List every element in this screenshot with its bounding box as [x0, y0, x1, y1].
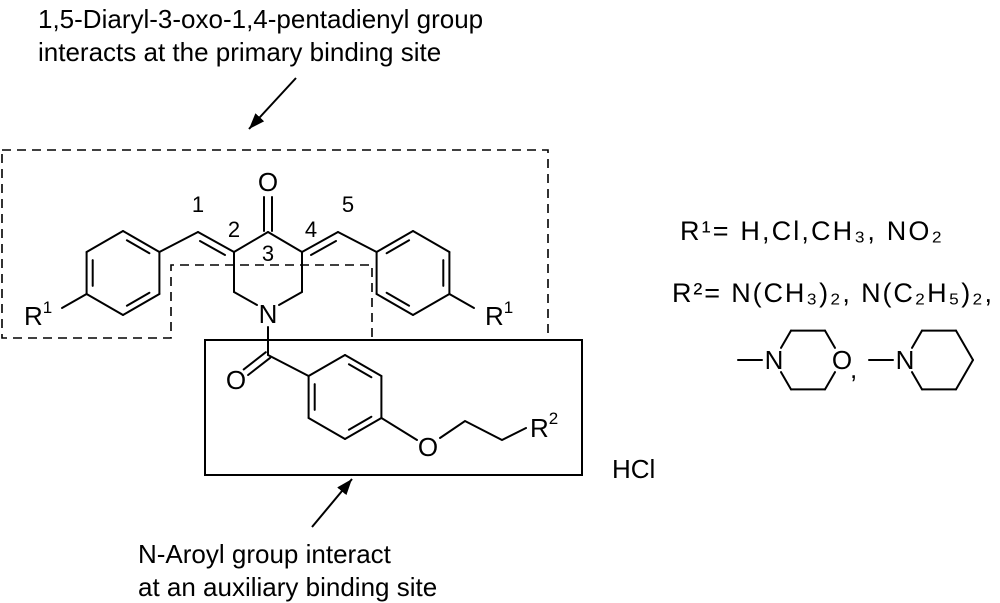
position-label-1: 1 — [192, 192, 204, 217]
r-index: 1 — [504, 298, 513, 317]
ring-bond — [375, 293, 414, 316]
amide-oxygen-label: O — [226, 365, 246, 395]
ring-bond-c3-c2 — [233, 231, 269, 253]
ring-bond-c3-c4 — [267, 231, 303, 253]
ring-inner-double-bond — [385, 239, 411, 255]
ring-bond-c6-n — [233, 291, 258, 306]
left-aryl-ring — [85, 230, 161, 316]
ring-bond — [122, 293, 161, 316]
ethylene-linker — [439, 419, 527, 442]
r-symbol: R — [530, 413, 549, 443]
ring-bond — [122, 230, 161, 253]
ring-bond — [780, 371, 792, 391]
aryl-ether-bond — [380, 417, 418, 441]
ring-bond — [307, 417, 346, 440]
ring-bond — [955, 359, 974, 391]
ring-inner-double-bond — [125, 239, 151, 255]
ring-inner-double-bond — [347, 363, 373, 379]
r-symbol: R — [24, 301, 43, 331]
ring-bond — [780, 329, 792, 349]
ether-oxygen-label: O — [418, 432, 438, 462]
amine-separator: , — [850, 354, 857, 384]
right-aryl-ring — [375, 230, 451, 316]
exocyclic-double-bond-right — [310, 240, 337, 256]
r1-label: R1 — [485, 298, 513, 331]
left-r1-substituent: R1 — [24, 293, 88, 331]
ring-bond — [344, 354, 383, 377]
auxiliary-site-annotation: N-Aroyl group interact at an auxiliary b… — [138, 478, 437, 602]
exocyclic-double-bond-left — [199, 240, 226, 256]
position-label-5: 5 — [342, 192, 354, 217]
position-label-2: 2 — [228, 217, 240, 242]
ring-bond — [911, 329, 923, 349]
ring-bond — [412, 293, 451, 316]
ring-inner-double-bond — [347, 415, 373, 431]
r-index: 1 — [43, 298, 52, 317]
r-index: 2 — [549, 409, 558, 428]
ketone-oxygen-label: O — [258, 167, 278, 197]
aroyl-ring — [307, 354, 383, 440]
ring-bond — [344, 417, 383, 440]
primary-site-dashed-box — [1, 149, 549, 341]
piperidine-ring — [911, 329, 974, 391]
position-label-4: 4 — [305, 217, 317, 242]
primary-site-annotation: 1,5-Diaryl-3-oxo-1,4-pentadienyl group i… — [38, 4, 483, 130]
auxiliary-site-caption-line1: N-Aroyl group interact — [138, 539, 392, 569]
right-r1-substituent: R1 — [448, 293, 513, 331]
vinyl-aryl-bond-left — [158, 231, 199, 253]
ring-bond — [85, 293, 124, 316]
r2-label: R2 — [530, 409, 558, 443]
piperidino-nitrogen-label: N — [896, 345, 915, 375]
vinyl-aryl-bond-right — [337, 231, 378, 253]
r1-label: R1 — [24, 298, 52, 331]
ring-bond — [375, 230, 414, 253]
ring-bond — [955, 329, 974, 361]
amide-double-bond — [242, 351, 267, 371]
morpholino-oxygen-label: O — [832, 345, 852, 375]
auxiliary-site-caption-line2: at an auxiliary binding site — [138, 572, 437, 602]
n-aroyl-group: O O R2 — [226, 326, 558, 462]
aryl-r1-bond — [61, 293, 88, 309]
ring-bond — [307, 354, 346, 377]
exocyclic-double-bond-left — [197, 231, 235, 253]
ring-bond — [412, 230, 451, 253]
morpholino-nitrogen-label: N — [765, 345, 784, 375]
aryl-r1-bond — [448, 293, 475, 309]
auxiliary-site-arrow — [311, 478, 353, 528]
primary-site-caption-line2: interacts at the primary binding site — [38, 37, 441, 67]
piperidone-core: O N 1 2 3 4 5 — [158, 167, 378, 329]
r2-definition: R²= N(CH₃)₂, N(C₂H₅)₂, — [672, 278, 992, 308]
ring-bond-c5-n — [278, 291, 303, 306]
ring-bond — [824, 329, 836, 349]
amide-double-bond — [247, 356, 272, 376]
primary-site-arrow — [248, 77, 297, 130]
ring-inner-double-bond — [385, 291, 411, 307]
primary-site-caption-line1: 1,5-Diaryl-3-oxo-1,4-pentadienyl group — [38, 4, 483, 34]
ring-inner-double-bond — [125, 291, 151, 307]
ring-bond — [911, 371, 923, 391]
ring-bond — [85, 230, 124, 253]
r1-definition: R¹= H,Cl,CH₃, NO₂ — [680, 216, 942, 246]
carbonyl-aryl-bond — [267, 354, 310, 377]
hydrochloride-label: HCl — [612, 454, 655, 484]
ring-bond — [824, 371, 836, 391]
ring-nitrogen-label: N — [259, 299, 278, 329]
position-label-3: 3 — [262, 241, 274, 266]
exocyclic-double-bond-right — [301, 231, 339, 253]
auxiliary-site-box — [204, 339, 583, 476]
substituent-definitions: R¹= H,Cl,CH₃, NO₂ R²= N(CH₃)₂, N(C₂H₅)₂,… — [672, 216, 992, 391]
morpholine-ring — [780, 329, 836, 391]
r-symbol: R — [485, 301, 504, 331]
